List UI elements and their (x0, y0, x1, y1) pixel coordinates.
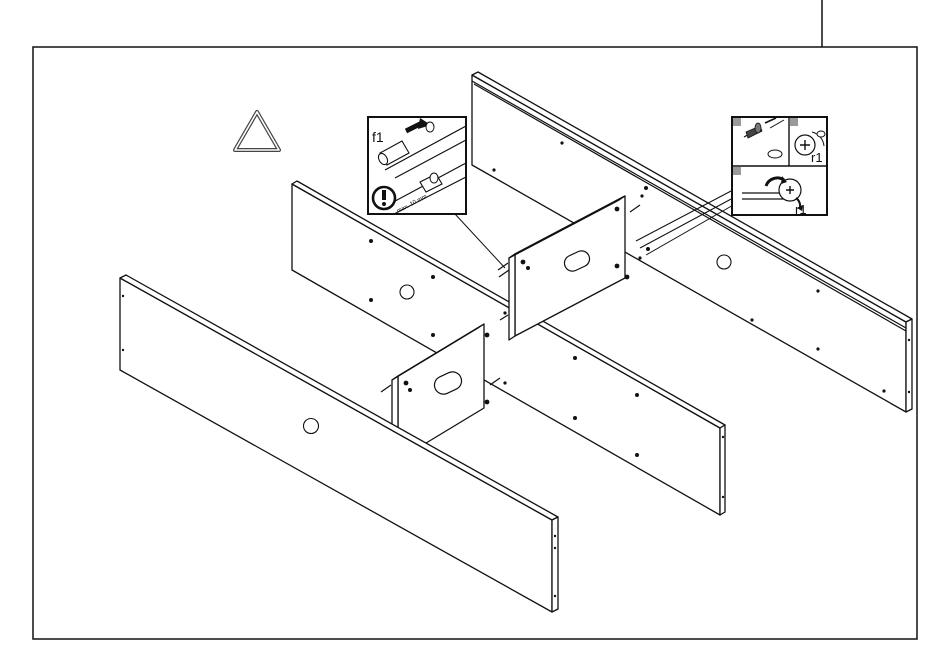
exclamation-circle-icon (373, 187, 395, 209)
cam-label-top: r1 (811, 150, 823, 165)
panel-hole (304, 419, 319, 434)
corner-marker (733, 118, 741, 126)
cam-callout: r1 r1 (732, 117, 827, 217)
dowel-callout: f1 max. 10 mm (368, 117, 466, 215)
cam-label-bottom: r1 (795, 202, 807, 217)
panel-hole (400, 285, 414, 299)
warning-triangle-icon (235, 112, 279, 150)
dowel-label: f1 (372, 129, 384, 145)
corner-marker (790, 118, 798, 126)
corner-marker (733, 167, 741, 175)
panel-hole (717, 255, 731, 269)
